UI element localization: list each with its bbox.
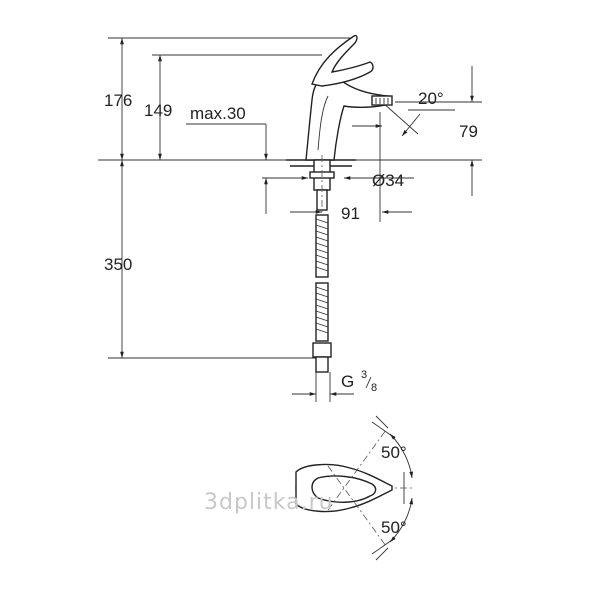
dimension-149: 149 xyxy=(144,101,172,120)
dimension-91: 91 xyxy=(341,204,360,223)
watermark: 3dplitka.ru xyxy=(204,490,334,515)
dimension-350: 350 xyxy=(104,255,132,274)
dimension-angle-20: 20° xyxy=(418,89,444,108)
thread-size-g: G xyxy=(341,372,354,391)
dimension-176: 176 xyxy=(104,91,132,110)
thread-size-numerator: 3 xyxy=(361,369,367,381)
dimension-angle-50-top: 50° xyxy=(381,443,407,462)
flexible-hose xyxy=(312,214,332,373)
dimension-lines xyxy=(120,38,474,396)
dimension-diameter-34: Ø34 xyxy=(372,171,404,190)
dimension-max30: max.30 xyxy=(190,104,246,123)
dimension-labels: 176 149 max.30 20° 79 Ø34 91 350 G 3 8 5… xyxy=(104,89,478,537)
thread-size-denominator: 8 xyxy=(371,382,377,394)
dimension-79: 79 xyxy=(459,122,478,141)
faucet-side-view xyxy=(286,34,393,222)
faucet-top-view xyxy=(295,415,414,561)
dimension-angle-50-bottom: 50° xyxy=(381,518,407,537)
